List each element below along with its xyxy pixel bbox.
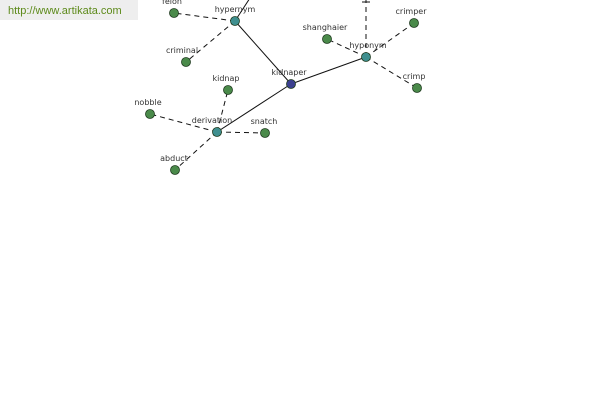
label-derivation: derivation xyxy=(192,116,232,125)
label-felon: felon xyxy=(162,0,182,6)
node-snatch[interactable] xyxy=(260,128,270,138)
node-kidnaper[interactable] xyxy=(286,79,296,89)
edge-hypernym-felon xyxy=(173,12,236,22)
label-kidnaper: kidnaper xyxy=(271,68,307,77)
label-abduct: abduct xyxy=(160,154,188,163)
label-kidnap: kidnap xyxy=(213,74,240,83)
graph-labels: kidnaper hypernym hyponym derivation felon cr… xyxy=(134,0,427,163)
node-hypernym[interactable] xyxy=(230,16,240,26)
label-hyponym: hyponym xyxy=(349,41,387,50)
edge-hyponym-shanghaier xyxy=(326,38,367,58)
edge-derivation-kidnap xyxy=(216,89,229,133)
edge-hyponym-crimper xyxy=(365,22,415,58)
edge-kidnaper-hypernym xyxy=(234,20,292,85)
edge-kidnaper-hyponym xyxy=(290,56,367,85)
label-criminal: criminal xyxy=(166,46,198,55)
edge-kidnaper-derivation xyxy=(216,83,292,133)
edge-hyponym-crimp xyxy=(365,56,418,89)
source-url-banner[interactable]: http://www.artikata.com xyxy=(0,0,138,20)
node-criminal[interactable] xyxy=(181,57,191,67)
label-crimp: crimp xyxy=(403,72,426,81)
node-abduct[interactable] xyxy=(170,165,180,175)
graph-edges xyxy=(149,0,418,171)
label-nobble: nobble xyxy=(134,98,161,107)
label-snatch: snatch xyxy=(251,117,278,126)
node-kidnap[interactable] xyxy=(223,85,233,95)
graph-nodes xyxy=(145,8,422,175)
node-nobble[interactable] xyxy=(145,109,155,119)
edge-derivation-snatch xyxy=(216,131,266,134)
edge-hypernym-criminal xyxy=(185,20,236,63)
node-hyponym[interactable] xyxy=(361,52,371,62)
node-crimper[interactable] xyxy=(409,18,419,28)
node-shanghaier[interactable] xyxy=(322,34,332,44)
edge-derivation-nobble xyxy=(149,113,218,133)
edge-derivation-abduct xyxy=(174,131,218,171)
label-shanghaier: shanghaier xyxy=(303,23,348,32)
node-felon[interactable] xyxy=(169,8,179,18)
label-hypernym: hypernym xyxy=(215,5,256,14)
label-crimper: crimper xyxy=(396,7,428,16)
node-crimp[interactable] xyxy=(412,83,422,93)
node-derivation[interactable] xyxy=(212,127,222,137)
